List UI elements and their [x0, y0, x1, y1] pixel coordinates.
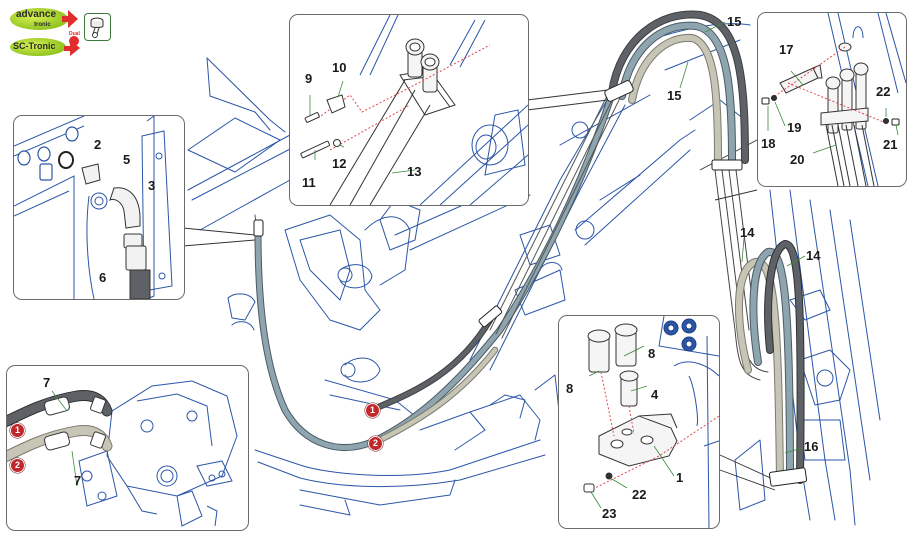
callout-18: 18 [761, 136, 776, 151]
callout-20: 20 [790, 152, 805, 167]
callout-14-left: 14 [740, 225, 755, 240]
inset-turret-fitting-detail: 2 5 3 6 [13, 115, 185, 300]
callout-15-middle: 15 [667, 88, 682, 103]
callout-4: 4 [651, 387, 659, 402]
inset-plate-adapter-detail: 8 8 4 1 22 23 [558, 315, 720, 529]
callout-22-plate: 22 [632, 487, 647, 502]
callout-9: 9 [305, 71, 313, 86]
hose-marker-2-pump: 2 [10, 458, 25, 473]
plate-adapter-drawing [583, 316, 719, 528]
callout-21: 21 [883, 137, 898, 152]
callout-23: 23 [602, 506, 617, 521]
callout-13: 13 [407, 164, 422, 179]
callout-3: 3 [148, 178, 156, 193]
callout-11: 11 [302, 175, 316, 190]
callout-17: 17 [779, 42, 794, 57]
callout-14-right: 14 [806, 248, 821, 263]
callout-5: 5 [123, 152, 131, 167]
pump-hose-drawing [7, 380, 238, 527]
callout-19: 19 [787, 120, 802, 135]
callout-22-bracket: 22 [876, 84, 891, 99]
red-arrow-icon [62, 10, 78, 28]
turret-fitting-drawing [14, 116, 173, 299]
inset-arm-bracket-detail: 17 18 19 20 21 22 [757, 12, 907, 187]
callout-8-left: 8 [566, 381, 574, 396]
callout-12: 12 [332, 156, 347, 171]
piston-tool-icon [84, 13, 111, 41]
red-arrow-icon [64, 36, 80, 56]
hose-marker-1-pump: 1 [10, 423, 25, 438]
boom-clamp-drawing [300, 15, 528, 205]
hose-marker-1-main: 1 [365, 403, 380, 418]
callout-15-top: 15 [727, 14, 742, 29]
callout-10: 10 [332, 60, 347, 75]
callout-7-top: 7 [43, 375, 51, 390]
advance-tronic-logo: advance tronic [10, 6, 80, 32]
inset-boom-clamp-detail: 9 10 11 12 13 [289, 14, 529, 206]
callout-2: 2 [94, 137, 102, 152]
hose-marker-2-main: 2 [368, 436, 383, 451]
advance-logo-text: advance [16, 9, 57, 20]
sc-tronic-dual-logo: SC-Tronic Dual [10, 32, 86, 58]
inset-pump-hose-detail: 7 7 1 2 [6, 365, 249, 531]
arm-bracket-drawing [761, 13, 906, 186]
dual-tag: Dual [69, 31, 80, 37]
sc-tronic-logo-text: SC-Tronic [13, 41, 56, 51]
callout-1: 1 [676, 470, 684, 485]
callout-7-bottom: 7 [74, 473, 82, 488]
callout-8-right: 8 [648, 346, 656, 361]
callout-6: 6 [99, 270, 107, 285]
callout-16: 16 [804, 439, 819, 454]
tronic-logo-subtext: tronic [34, 22, 51, 28]
